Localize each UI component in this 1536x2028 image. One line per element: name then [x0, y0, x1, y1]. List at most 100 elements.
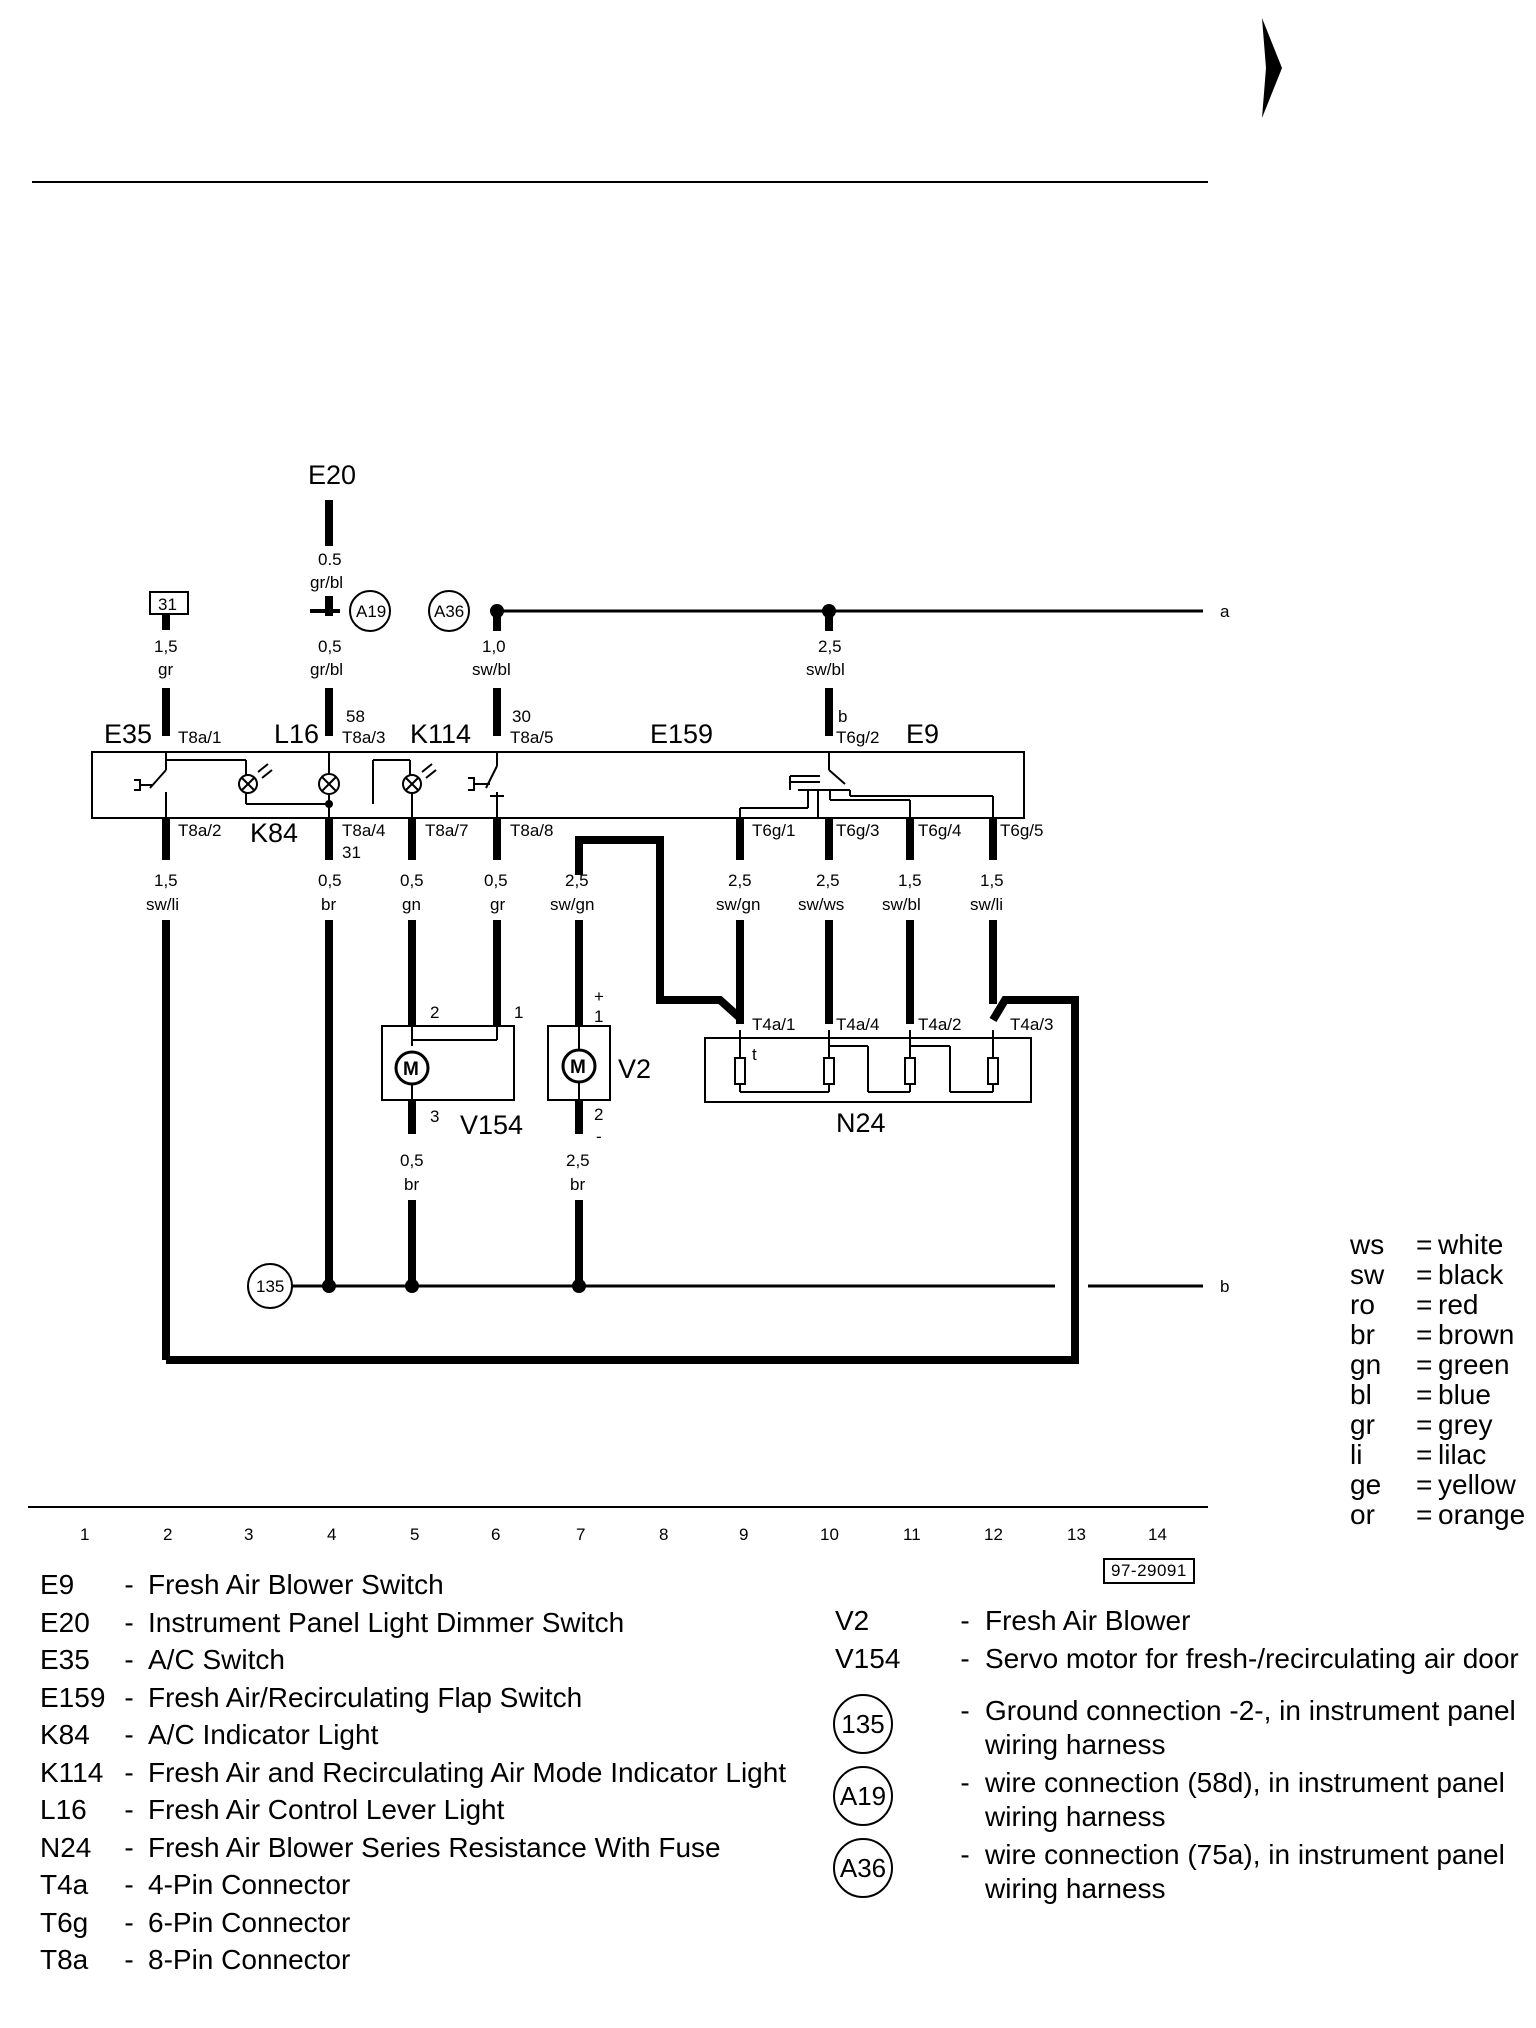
w12-bot-size: 1,5 [980, 871, 1004, 890]
e9-label: E9 [906, 719, 939, 749]
legend-desc: 8-Pin Connector [148, 1944, 351, 1975]
legend-desc: A/C Indicator Light [148, 1719, 379, 1750]
grid-number: 7 [576, 1525, 585, 1544]
v2-ground-wire [575, 1100, 583, 1134]
legend-desc: Fresh Air and Recirculating Air Mode Ind… [148, 1756, 787, 1788]
wire-col2-top [162, 614, 170, 630]
color-code: bl [1350, 1379, 1372, 1410]
w2-bot-color: sw/li [146, 895, 179, 914]
wire-col10-stub [825, 818, 833, 860]
color-code: br [1350, 1319, 1375, 1350]
legend-code: T6g [40, 1906, 89, 1938]
legend-code: E35 [40, 1644, 90, 1675]
color-key-row: ro=red [1350, 1289, 1479, 1320]
wire-col2-long [162, 920, 170, 1360]
legend-code: E20 [40, 1606, 90, 1638]
color-key-row: li=lilac [1350, 1439, 1487, 1470]
grid-number: 8 [659, 1525, 668, 1544]
svg-text:M: M [403, 1059, 419, 1080]
color-key-row: gr=grey [1350, 1409, 1493, 1440]
wire-col4-long [325, 920, 333, 1286]
color-key-row: ge=yellow [1350, 1469, 1516, 1500]
grid-numbers: 1 2 3 4 5 6 7 8 9 10 11 12 13 14 [80, 1525, 1167, 1544]
v2-pin1: 1 [594, 1007, 603, 1026]
pin-30-label: 30 [512, 707, 531, 726]
color-name: black [1438, 1259, 1504, 1290]
t8a1-label: T8a/1 [178, 728, 221, 747]
legend-code: E9 [40, 1569, 75, 1600]
grid-number: 4 [327, 1525, 336, 1544]
bus-b-label: b [1220, 1277, 1229, 1296]
wire-col11-long [906, 920, 914, 1024]
legend-code: T8a [40, 1944, 89, 1975]
w9-bot-size: 2,5 [728, 871, 752, 890]
t8a3-label: T8a/3 [342, 728, 385, 747]
wire-col12-stub [989, 818, 997, 860]
legend-item: K114-Fresh Air and Recirculating Air Mod… [40, 1754, 788, 1792]
w4-bot-size: 0,5 [318, 871, 342, 890]
v154-box [381, 1025, 515, 1101]
legend-item: A19-wire connection (58d), in instrument… [833, 1766, 1536, 1834]
color-name: blue [1438, 1379, 1491, 1410]
color-name: white [1438, 1229, 1504, 1260]
w6-bot-color: gr [490, 895, 505, 914]
w4-top-color: gr/bl [310, 660, 343, 679]
wire-t8a8-to-t4a1 [575, 836, 743, 1021]
v2-label: V2 [618, 1054, 651, 1084]
t4a3-label: T4a/3 [1010, 1015, 1053, 1034]
legend-desc: Fresh Air/Recirculating Flap Switch [148, 1681, 583, 1713]
legend-item: T8a-8-Pin Connector [40, 1941, 788, 1979]
color-key-row: sw=black [1350, 1259, 1504, 1290]
legend-item: V2-Fresh Air Blower [835, 1604, 1536, 1638]
color-key-row: ws=white [1350, 1229, 1504, 1260]
t8a7-label: T8a/7 [425, 821, 468, 840]
e159-switch-icon [468, 777, 490, 791]
t6g3-label: T6g/3 [836, 821, 879, 840]
e35-switch-icon [134, 779, 152, 791]
t8a2-label: T8a/2 [178, 821, 221, 840]
v2-gnd-size: 2,5 [566, 1151, 590, 1170]
figure-id: 97-29091 [1103, 1558, 1195, 1584]
k84-label: K84 [250, 818, 298, 848]
grid-number: 6 [491, 1525, 500, 1544]
legend-desc: Instrument Panel Light Dimmer Switch [148, 1606, 625, 1638]
legend-desc: wire connection (58d), in instrument pan… [985, 1767, 1505, 1832]
n24-label: N24 [836, 1108, 886, 1138]
e20-wire-size: 0.5 [318, 550, 342, 569]
k114-label: K114 [410, 719, 471, 749]
component-legend-left: E9-Fresh Air Blower Switch E20-Instrumen… [40, 1566, 788, 1979]
t6g4-label: T6g/4 [918, 821, 961, 840]
wire-col6-top-stub [493, 611, 501, 631]
a36-circle [428, 590, 470, 632]
wire-col6-long [493, 920, 501, 1026]
next-page-arrow-icon[interactable] [1262, 18, 1282, 118]
wire-col7-long [575, 920, 583, 1026]
legend-item: E9-Fresh Air Blower Switch [40, 1566, 788, 1604]
t8a8-label: T8a/8 [510, 821, 553, 840]
legend-desc: 4-Pin Connector [148, 1869, 351, 1900]
wire-col2-stub [162, 818, 170, 860]
grid-number: 10 [820, 1525, 839, 1544]
grid-number: 3 [244, 1525, 253, 1544]
legend-code: T4a [40, 1869, 89, 1900]
v2-plus: + [594, 987, 604, 1006]
v154-pin2: 2 [430, 1003, 439, 1022]
legend-circle-code: A36 [833, 1838, 893, 1898]
w10-bot-size: 2,5 [816, 871, 840, 890]
legend-circle-code: A19 [833, 1766, 893, 1826]
legend-desc: wire connection (75a), in instrument pan… [985, 1839, 1505, 1904]
k84-lamp-icon [238, 774, 258, 794]
l16-label: L16 [274, 719, 319, 749]
legend-item: E20-Instrument Panel Light Dimmer Switch [40, 1604, 788, 1642]
a36-label: A36 [434, 602, 464, 621]
t4a2-label: T4a/2 [918, 1015, 961, 1034]
legend-desc: Servo motor for fresh-/recirculating air… [985, 1643, 1519, 1674]
grid-number: 11 [903, 1525, 921, 1544]
legend-item: K84-A/C Indicator Light [40, 1716, 788, 1754]
v154-ground-wire-lower [408, 1200, 416, 1286]
w7-bot-size: 2,5 [565, 871, 589, 890]
svg-text:M: M [570, 1057, 586, 1078]
w5-bot-size: 0,5 [400, 871, 424, 890]
w6-top-size: 1,0 [482, 637, 506, 656]
v154-pin1: 1 [514, 1003, 523, 1022]
